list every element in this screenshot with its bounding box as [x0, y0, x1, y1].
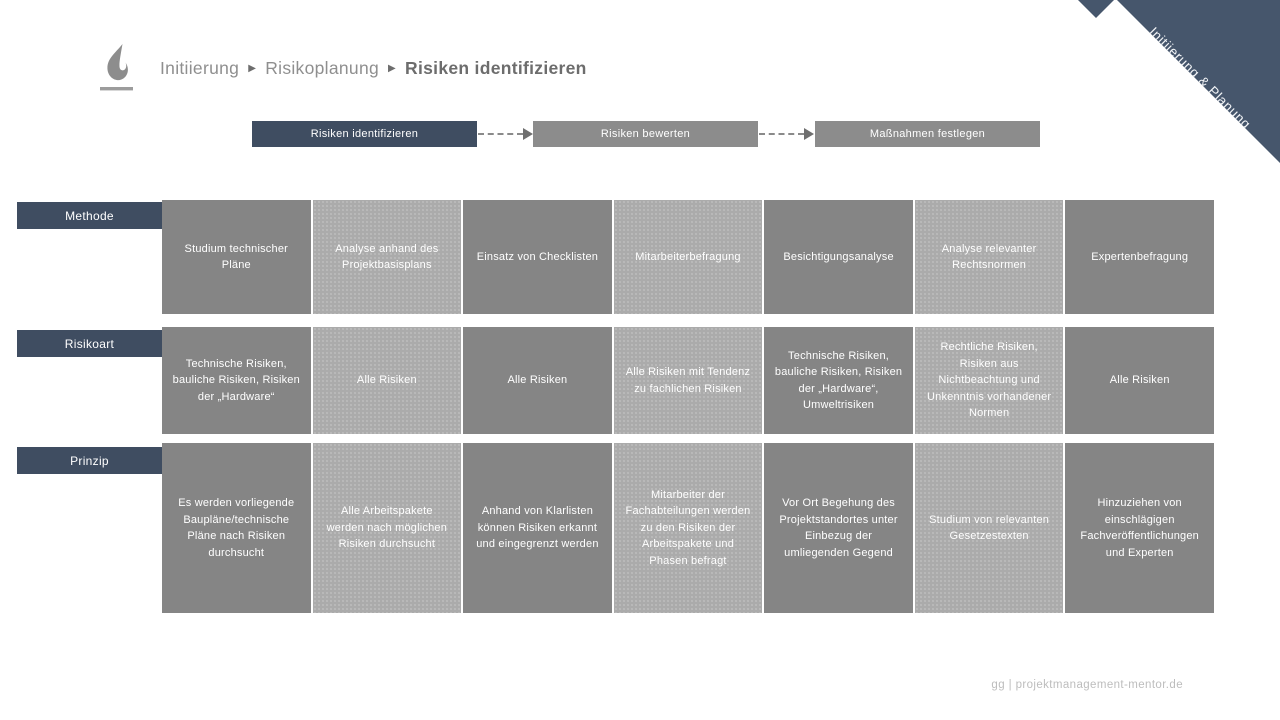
matrix-cell: Einsatz von Checklisten [463, 200, 612, 314]
breadcrumb-item: Risikoplanung [265, 57, 380, 78]
row-label-risikoart: Risikoart [17, 330, 162, 357]
matrix-cell: Studium technischer Pläne [162, 200, 311, 314]
process-step-risiken-bewerten: Risiken bewerten [533, 121, 758, 147]
matrix-cell: Technische Risiken, bauliche Risiken, Ri… [764, 327, 913, 434]
matrix-cell: Rechtliche Risiken, Risiken aus Nichtbea… [914, 327, 1064, 434]
breadcrumb-separator-icon: ▶ [388, 62, 397, 74]
page-title: Risiken identifizieren [405, 57, 587, 78]
matrix-cell: Mitarbeiter der Fachabteilungen werden z… [613, 443, 763, 613]
matrix-cell: Alle Arbeitspakete werden nach möglichen… [312, 443, 462, 613]
matrix-row-risikoart: Technische Risiken, bauliche Risiken, Ri… [162, 327, 1214, 434]
row-label-prinzip: Prinzip [17, 447, 162, 474]
matrix-cell: Alle Risiken [463, 327, 612, 434]
breadcrumb-item: Initiierung [160, 57, 240, 78]
row-label-methode: Methode [17, 202, 162, 229]
step-label: Risiken identifizieren [310, 128, 419, 140]
corner-ribbon: Initiierung & Planung [1117, 0, 1280, 163]
step-label: Maßnahmen festlegen [869, 128, 986, 140]
matrix-cell: Mitarbeiterbefragung [613, 200, 763, 314]
process-step-risiken-identifizieren: Risiken identifizieren [252, 121, 477, 147]
footer-credit: gg | projektmanagement-mentor.de [991, 679, 1183, 691]
ribbon-sliver [1078, 0, 1114, 18]
matrix-cell: Vor Ort Begehung des Projektstandortes u… [764, 443, 913, 613]
arrow-connector-icon [758, 128, 814, 140]
breadcrumb: Initiierung ▶ Risikoplanung ▶ Risiken id… [160, 54, 587, 82]
flame-logo-icon [99, 44, 135, 96]
matrix-cell: Hinzuziehen von einschlägigen Fachveröff… [1065, 443, 1214, 613]
breadcrumb-separator-icon: ▶ [248, 62, 257, 74]
matrix-row-prinzip: Es werden vorliegende Baupläne/technisch… [162, 443, 1214, 613]
matrix-cell: Anhand von Klarlisten können Risiken erk… [463, 443, 612, 613]
matrix-cell: Studium von relevanten Gesetzestexten [914, 443, 1064, 613]
matrix-cell: Analyse relevanter Rechtsnormen [914, 200, 1064, 314]
matrix-cell: Alle Risiken [1065, 327, 1214, 434]
matrix-cell: Expertenbefragung [1065, 200, 1214, 314]
matrix-cell: Alle Risiken mit Tendenz zu fachlichen R… [613, 327, 763, 434]
matrix-cell: Alle Risiken [312, 327, 462, 434]
matrix-cell: Technische Risiken, bauliche Risiken, Ri… [162, 327, 311, 434]
matrix-cell: Besichtigungsanalyse [764, 200, 913, 314]
arrow-connector-icon [477, 128, 533, 140]
matrix-cell: Es werden vorliegende Baupläne/technisch… [162, 443, 311, 613]
matrix-cell: Analyse anhand des Projektbasisplans [312, 200, 462, 314]
matrix-row-methode: Studium technischer Pläne Analyse anhand… [162, 200, 1214, 314]
step-label: Risiken bewerten [600, 128, 691, 140]
process-step-massnahmen-festlegen: Maßnahmen festlegen [815, 121, 1040, 147]
ribbon-label: Initiierung & Planung [1146, 24, 1254, 132]
